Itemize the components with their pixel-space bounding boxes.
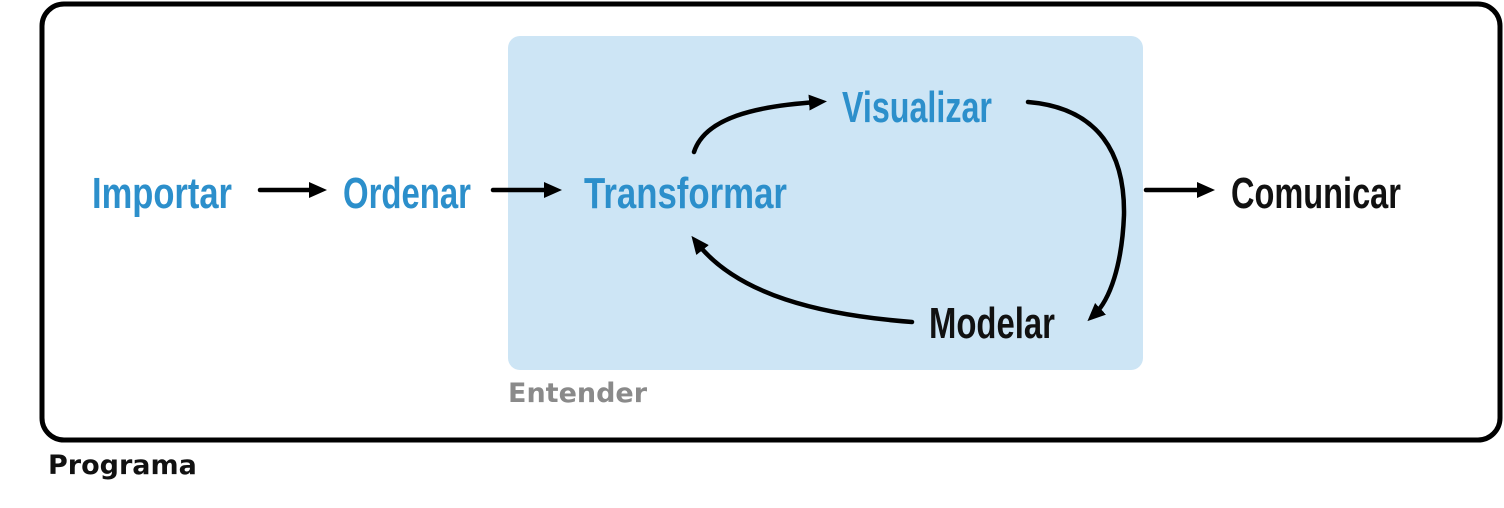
- node-model: Modelar: [929, 299, 1055, 348]
- program-label: Programa: [48, 450, 197, 481]
- understand-region: [508, 36, 1143, 370]
- node-visualize: Visualizar: [842, 83, 992, 132]
- arrow-transform-to-visualize: [691, 94, 827, 155]
- node-communicate: Comunicar: [1231, 169, 1401, 218]
- arrow-model-to-transform: [691, 235, 915, 325]
- arrow-visualize-to-model: [1025, 99, 1127, 322]
- node-import: Importar: [92, 169, 232, 218]
- understand-label: Entender: [508, 378, 648, 409]
- node-tidy: Ordenar: [343, 169, 471, 218]
- node-transform: Transformar: [584, 169, 787, 218]
